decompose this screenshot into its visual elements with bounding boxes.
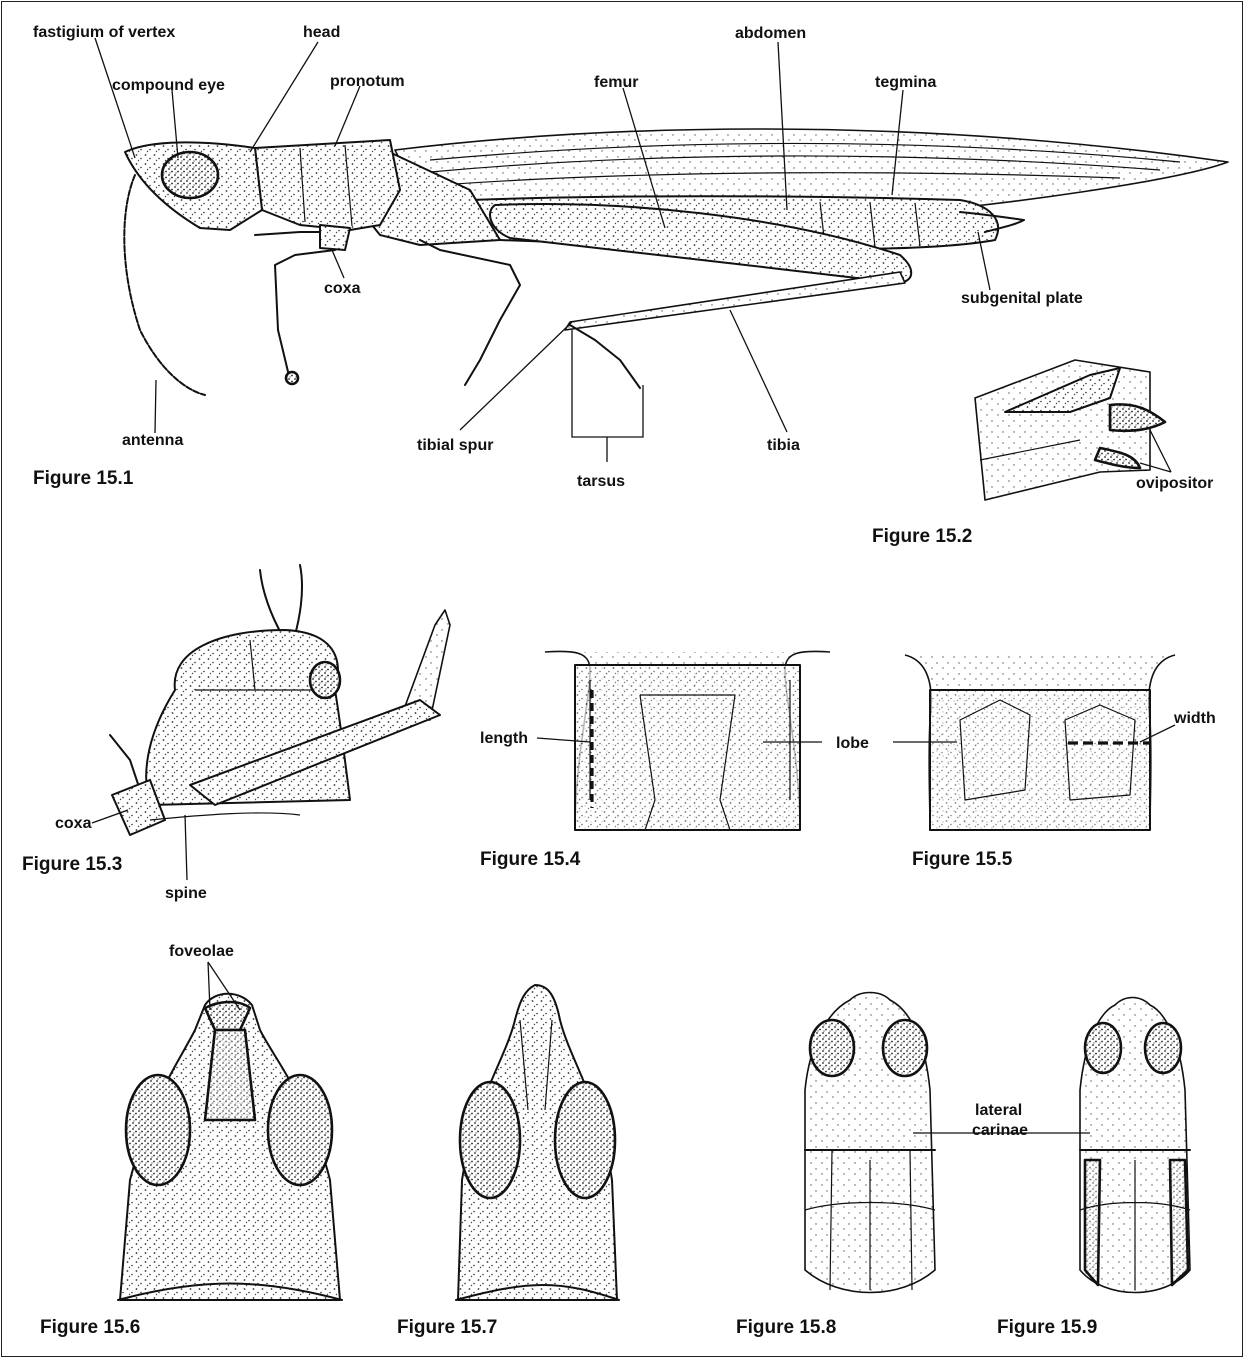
label-lateral-carinae-line1: lateral <box>975 1102 1022 1119</box>
label-spine: spine <box>165 885 207 902</box>
label-lateral-carinae-line2: carinae <box>972 1122 1028 1139</box>
caption-figure-15-8: Figure 15.8 <box>736 1317 836 1338</box>
caption-figure-15-5: Figure 15.5 <box>912 849 1013 870</box>
figure-15-8-pronotum: Figure 15.8 <box>736 993 935 1339</box>
caption-figure-15-9: Figure 15.9 <box>997 1317 1097 1338</box>
label-antenna: antenna <box>122 432 183 449</box>
label-abdomen: abdomen <box>735 25 806 42</box>
label-tegmina: tegmina <box>875 74 936 91</box>
figure-15-5-sternum: width Figure 15.5 <box>893 655 1216 870</box>
pronotum-shape <box>255 140 400 230</box>
caption-figure-15-2: Figure 15.2 <box>872 526 972 547</box>
label-lobe: lobe <box>836 735 869 752</box>
figure-15-6-head-dorsal: foveolae Figure 15.6 <box>40 943 342 1338</box>
front-leg <box>255 232 345 380</box>
caption-figure-15-1: Figure 15.1 <box>33 468 134 489</box>
label-tibial-spur: tibial spur <box>417 437 493 454</box>
label-tibia: tibia <box>767 437 800 454</box>
caption-figure-15-3: Figure 15.3 <box>22 854 122 875</box>
label-foveolae: foveolae <box>169 943 234 960</box>
tarsus-shape <box>570 325 640 388</box>
label-coxa-15-3: coxa <box>55 815 92 832</box>
caption-figure-15-4: Figure 15.4 <box>480 849 581 870</box>
label-coxa: coxa <box>324 280 361 297</box>
caption-figure-15-7: Figure 15.7 <box>397 1317 497 1338</box>
caption-figure-15-6: Figure 15.6 <box>40 1317 140 1338</box>
label-fastigium-of-vertex: fastigium of vertex <box>33 24 175 41</box>
label-compound-eye: compound eye <box>112 77 225 94</box>
compound-eye-shape <box>162 152 218 198</box>
label-width: width <box>1173 710 1216 727</box>
middle-leg <box>420 240 520 385</box>
label-pronotum: pronotum <box>330 73 405 90</box>
label-ovipositor: ovipositor <box>1136 475 1213 492</box>
figure-15-2-ovipositor: ovipositor Figure 15.2 <box>872 360 1213 547</box>
label-femur: femur <box>594 74 638 91</box>
label-subgenital-plate: subgenital plate <box>961 290 1083 307</box>
label-length: length <box>480 730 528 747</box>
coxa-shape <box>320 225 350 250</box>
figure-15-4-sternum: length lobe Figure 15.4 <box>480 651 869 870</box>
label-tarsus: tarsus <box>577 473 625 490</box>
figure-15-9-pronotum: lateral carinae Figure 15.9 <box>913 998 1190 1339</box>
figure-15-7-head-dorsal: Figure 15.7 <box>397 985 619 1338</box>
label-head: head <box>303 24 340 41</box>
figure-15-3-head-front: coxa spine Figure 15.3 <box>22 565 450 902</box>
